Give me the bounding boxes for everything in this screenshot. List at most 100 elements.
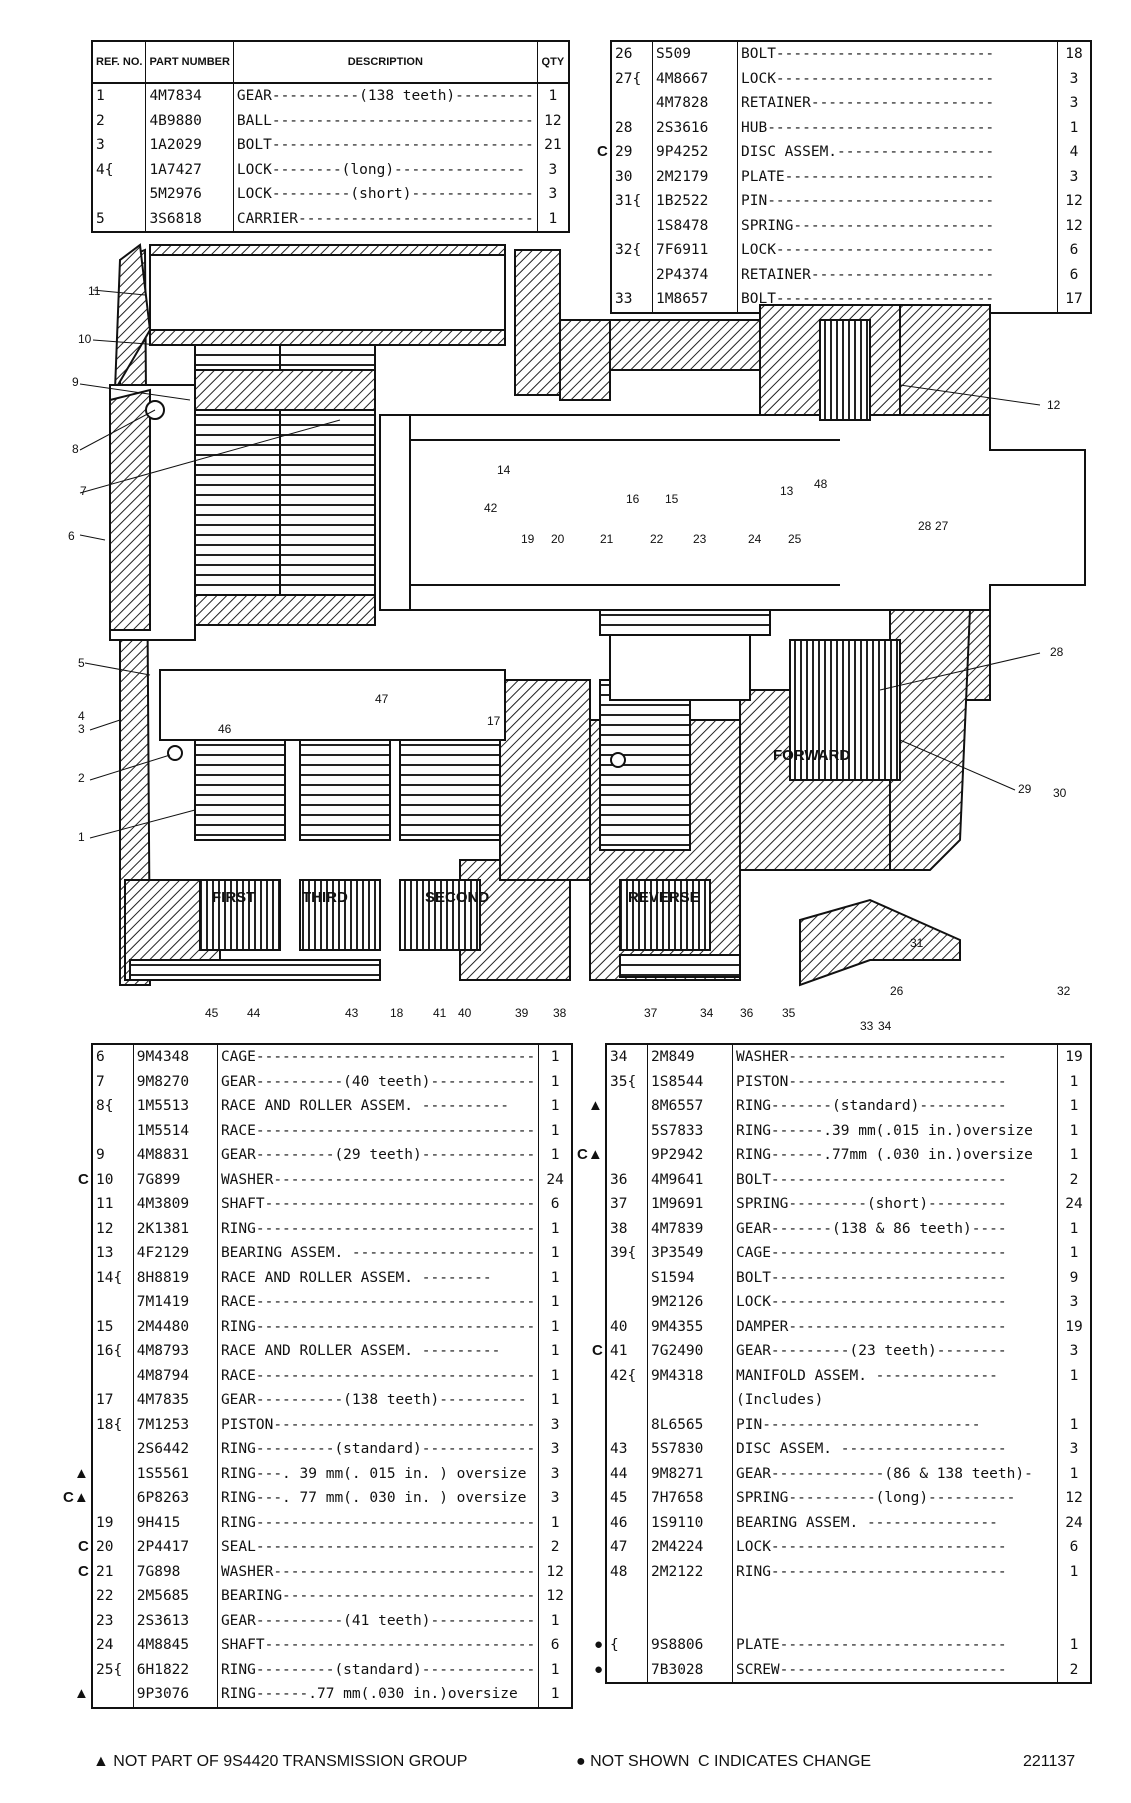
description-cell: SPRING---------(short)--------- [732,1192,1058,1217]
part-number-cell: 8H8819 [133,1265,218,1290]
part-number-cell: 7B3028 [647,1657,733,1682]
quantity-cell: 1 [550,1122,560,1139]
part-number-cell [647,1584,733,1609]
callout-1: 1 [78,830,85,844]
part-number-cell: 4B9880 [145,108,234,133]
ref-no-cell: 41 [607,1339,648,1364]
ref-no-cell [93,1363,134,1388]
description-cell: RING---------(standard)------------- [217,1437,540,1462]
quantity-cell: 2 [1069,1171,1079,1188]
ref-no-cell: 43 [607,1437,648,1462]
part-number-cell: 2M2122 [647,1559,733,1584]
ref-no-cell [607,1657,648,1682]
table-row: (Includes) [607,1388,1090,1413]
description-cell: RACE-------------------------------- [217,1363,540,1388]
part-number-cell: 7G2490 [647,1339,733,1364]
quantity-cell: 1 [1069,1416,1079,1433]
description-cell: RING---. 39 mm(. 015 in. ) oversize [217,1461,540,1486]
part-number-cell: 1M5514 [133,1118,218,1143]
callout-18: 18 [390,1006,404,1020]
quantity-cell: 1 [550,1098,560,1114]
part-number-cell: 9M8270 [133,1069,218,1094]
quantity-cell: 1 [550,1661,560,1678]
description-cell: RACE AND ROLLER ASSEM. --------- [217,1339,540,1364]
output-shaft [379,414,1086,611]
part-number-cell: 5S7830 [647,1437,733,1462]
ref-no-cell [607,1608,648,1633]
part-number-cell: 1S9110 [647,1510,733,1535]
part-number-cell: 9M8271 [647,1461,733,1486]
ref-no-cell: { [607,1633,648,1658]
description-cell: SHAFT------------------------------- [217,1633,540,1658]
table-row [607,1608,1090,1633]
description-cell: DISC ASSEM.------------------ [737,140,1058,165]
figure-number: 221137 [1023,1753,1076,1770]
description-cell: MANIFOLD ASSEM. -------------- [732,1363,1058,1388]
part-number-cell: 9M2126 [647,1290,733,1315]
ref-no-cell: 17 [93,1388,134,1413]
quantity-cell: 1 [548,88,558,104]
ref-no-cell: 2 [93,108,147,133]
description-cell: GEAR----------(138 teeth)--------- [233,83,538,109]
quantity-cell: 12 [546,1563,564,1580]
header-part-number: PART NUMBER [145,42,234,84]
description-cell: RING-------------------------------- [217,1216,540,1241]
ref-no-cell: 16{ [93,1339,134,1364]
footnote-not-shown: ● NOT SHOWN [576,1753,690,1770]
quantity-cell: 12 [1065,193,1083,209]
part-number-cell: 4M7828 [652,91,738,116]
ref-no-cell: 15 [93,1314,134,1339]
ref-no-cell [93,182,147,207]
description-cell: GEAR---------(23 teeth)-------- [732,1339,1058,1364]
description-cell: LOCK--------------------------- [732,1290,1058,1315]
row-change-mark: C [78,1538,89,1555]
quantity-cell: 2 [550,1539,560,1555]
callout-26: 26 [890,984,904,998]
part-number-cell: 6P8263 [133,1486,218,1511]
footnote-not-part: ▲ NOT PART OF 9S4420 TRANSMISSION GROUP [93,1753,468,1770]
quantity-cell: 6 [550,1637,560,1653]
ref-no-cell: 10 [93,1167,134,1192]
part-number-cell: 2M4224 [647,1535,733,1560]
description-cell: DAMPER------------------------- [732,1314,1058,1339]
quantity-cell: 1 [550,1049,560,1065]
description-cell: BOLT--------------------------- [732,1167,1058,1192]
ref-no-cell: 22 [93,1584,134,1609]
description-cell: PISTON------------------------------ [217,1412,540,1437]
ref-no-cell [93,1461,134,1486]
part-number-cell: 1M5513 [133,1094,218,1119]
quantity-cell: 9 [1069,1269,1079,1286]
zone-second: SECOND [425,889,489,906]
part-number-cell: 5M2976 [145,182,234,207]
part-number-cell: 1M9691 [647,1192,733,1217]
part-number-cell: 5S7833 [647,1118,733,1143]
ref-no-cell: 3 [93,133,147,158]
row-change-mark: C [592,1342,603,1359]
quantity-cell: 1 [1069,1122,1079,1139]
callout-41: 41 [433,1006,447,1020]
part-number-cell: 2M849 [647,1045,733,1070]
description-cell [732,1584,1058,1609]
ref-no-cell: 20 [93,1535,134,1560]
callout-38: 38 [553,1006,567,1020]
part-number-cell: 1B2522 [652,189,738,214]
callout-20: 20 [551,532,565,546]
ref-no-cell [612,91,653,116]
callout-48: 48 [814,477,828,491]
ref-no-cell [93,1486,134,1511]
description-cell: LOCK------------------------- [737,238,1058,263]
part-number-cell: 7G898 [133,1559,218,1584]
